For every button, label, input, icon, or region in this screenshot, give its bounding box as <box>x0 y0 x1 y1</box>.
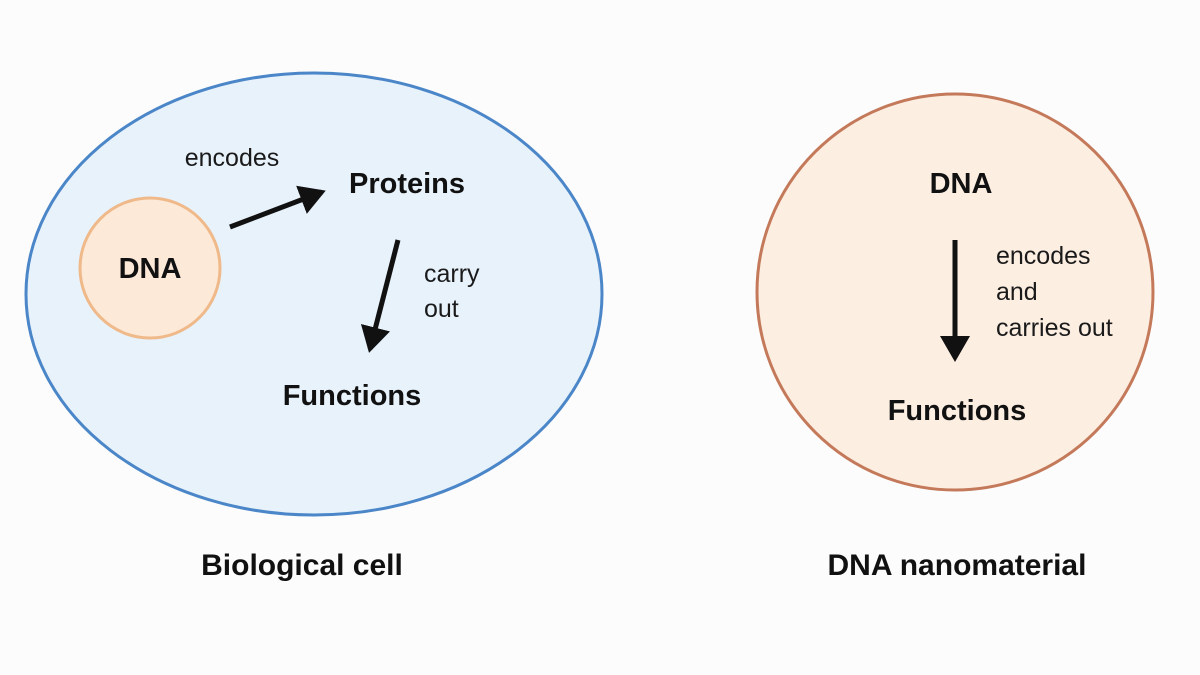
dna-to-proteins-arrow <box>229 185 326 230</box>
nano-dna-label: DNA <box>930 168 993 200</box>
nano-encodes-line-3: carries out <box>996 314 1113 342</box>
cell-membrane <box>24 71 604 517</box>
cell-encodes-label: encodes <box>185 144 280 172</box>
nano-functions-label: Functions <box>888 395 1027 427</box>
cell-carry-out-label: carry out <box>424 260 487 323</box>
cell-functions-label: Functions <box>283 380 422 412</box>
biological-cell-caption: Biological cell <box>201 549 403 582</box>
cell-dna-label: DNA <box>119 253 182 285</box>
biological-cell-panel: DNA encodes Proteins carry out Functions… <box>24 71 604 582</box>
nano-encodes-line-1: encodes <box>996 242 1091 270</box>
nano-encodes-label: encodes and carries out <box>996 242 1113 342</box>
dna-nanomaterial-panel: DNA encodes and carries out Functions DN… <box>755 92 1155 582</box>
nano-encodes-line-2: and <box>996 278 1038 306</box>
dna-nanomaterial-caption: DNA nanomaterial <box>828 549 1087 582</box>
carry-out-line-2: out <box>424 295 459 323</box>
proteins-to-functions-arrow <box>360 239 401 353</box>
nucleus-dna-circle <box>78 196 222 340</box>
carry-out-line-1: carry <box>424 260 480 288</box>
cell-proteins-label: Proteins <box>349 168 465 200</box>
